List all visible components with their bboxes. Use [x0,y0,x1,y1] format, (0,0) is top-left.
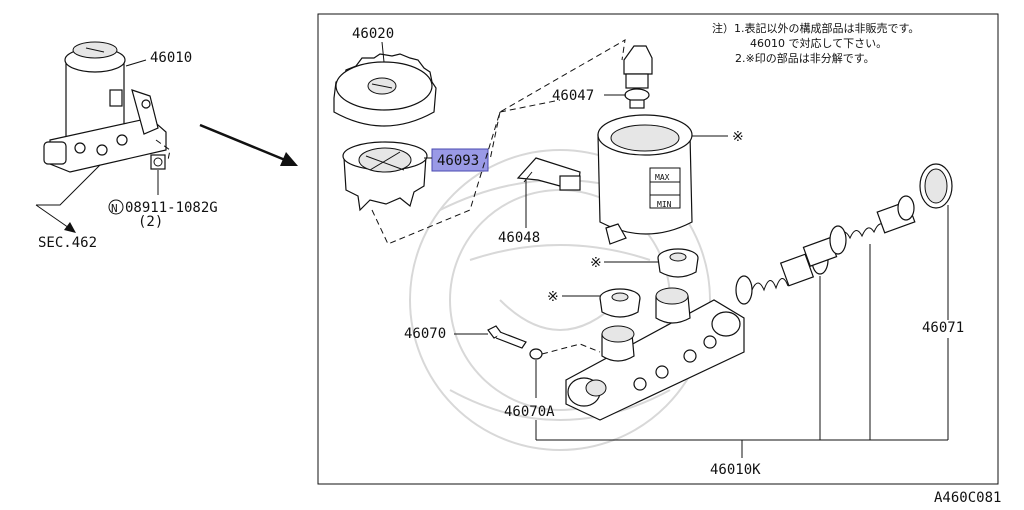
seal-plug [623,45,653,109]
assembly-overview [35,41,298,233]
bleeder-screw [487,325,527,349]
note-line-2: 46010 で対応して下さい。 [750,36,887,50]
n-mark-letter: N [111,202,118,215]
label-46093[interactable]: 46093 [437,153,479,169]
label-grommet-mark-1: ※ [590,255,602,271]
grommet-upper [657,248,699,278]
label-nut-qty: (2) [138,214,163,230]
highlight-46093 [431,148,489,172]
master-cylinder-body [565,287,745,421]
detail-frame [317,13,999,485]
label-46071: 46071 [922,320,964,336]
grommet-lower [599,288,641,318]
label-46070A: 46070A [504,404,555,420]
level-sensor-connector [516,157,581,191]
n-mark-icon [108,199,124,215]
piston-kit [735,163,953,305]
label-46048: 46048 [498,230,540,246]
reservoir-min-mark: MIN [657,200,672,209]
label-46010K: 46010K [710,462,761,478]
diagram-code: A460C081 [934,490,1001,506]
bleeder-washer [529,348,543,360]
label-nut-part: 08911-1082G [125,200,218,216]
label-46010: 46010 [150,50,192,66]
fluid-reservoir [597,114,693,245]
label-46070: 46070 [404,326,446,342]
label-46020: 46020 [352,26,394,42]
note-line-1: 注）1.表記以外の構成部品は非販売です。 [712,21,919,35]
label-46047: 46047 [552,88,594,104]
reservoir-strainer [342,141,428,212]
label-reservoir-mark: ※ [732,129,744,145]
reservoir-max-mark: MAX [655,173,670,182]
kit-bracket [535,244,948,458]
note-line-3: 2.※印の部品は非分解です。 [735,51,875,65]
label-grommet-mark-2: ※ [547,289,559,305]
reservoir-cap [333,53,437,127]
label-sec-462: SEC.462 [38,235,97,251]
